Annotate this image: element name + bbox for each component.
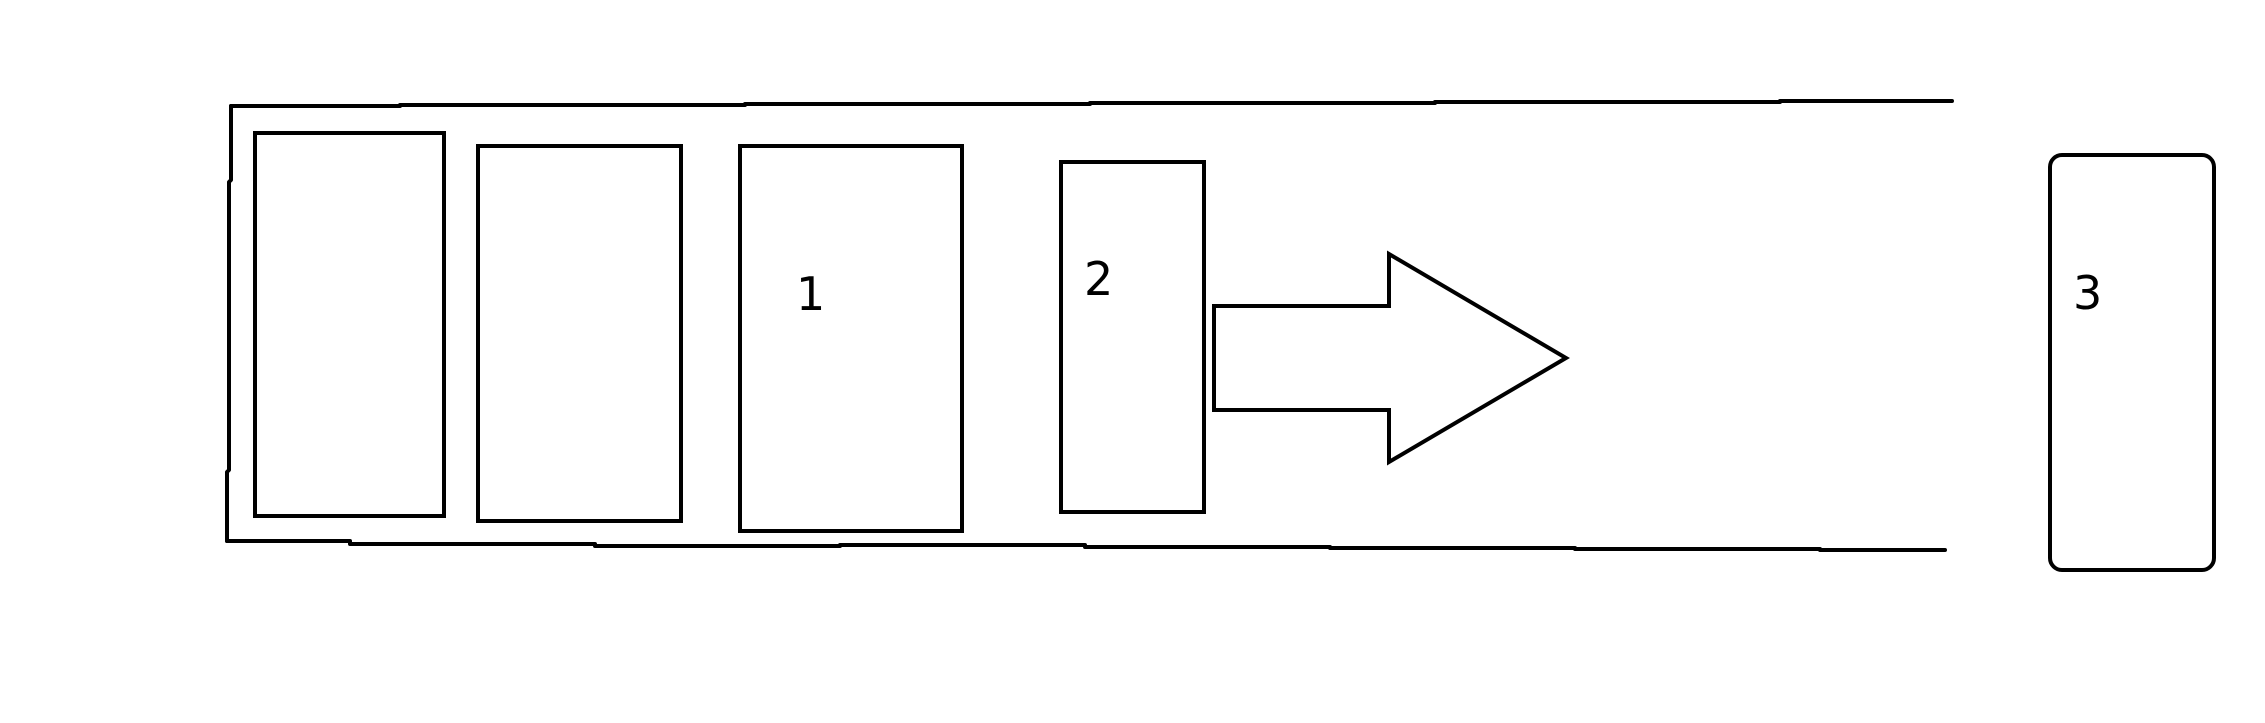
box-1-label: 1: [796, 267, 825, 321]
box-3-label: 3: [2073, 266, 2102, 320]
container-top-edge: [229, 99, 1954, 108]
queued-boxes: [253, 131, 1206, 533]
box-1: [738, 144, 964, 533]
container-bottom-edge: [225, 539, 1947, 552]
box-2-label: 2: [1084, 252, 1113, 306]
container-outline: [225, 99, 1954, 552]
box-b: [476, 144, 683, 523]
box-3: [2048, 153, 2216, 572]
right-arrow-icon: [1212, 250, 1570, 466]
container-left-edge: [225, 104, 233, 543]
box-a: [253, 131, 446, 518]
box-2: [1059, 160, 1206, 514]
